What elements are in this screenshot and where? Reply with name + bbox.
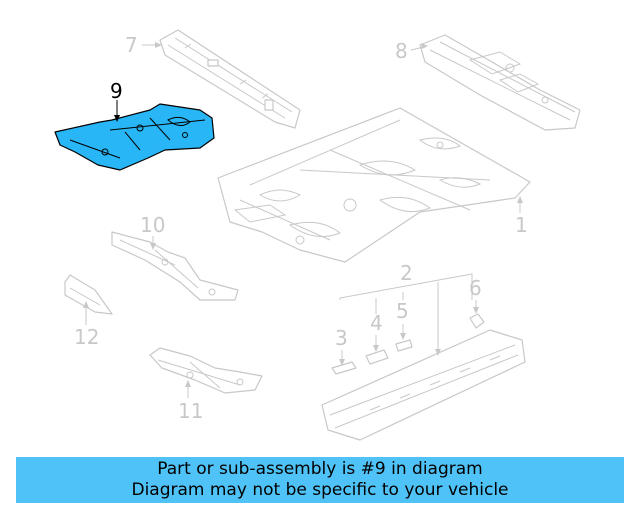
callout-11: 11 — [178, 380, 203, 423]
callout-12: 12 — [74, 301, 99, 349]
part-1-floor-pan — [217, 107, 531, 263]
callout-6: 6 — [469, 276, 482, 314]
part-2-sill — [321, 329, 526, 441]
callout-3: 3 — [335, 326, 348, 366]
callout-11-label: 11 — [178, 399, 203, 423]
callout-1: 1 — [515, 196, 528, 237]
info-banner: Part or sub-assembly is #9 in diagram Di… — [16, 457, 624, 503]
callout-5: 5 — [396, 292, 409, 340]
part-5-clip — [395, 339, 413, 352]
callout-2-label: 2 — [400, 261, 413, 285]
callout-4-label: 4 — [370, 311, 383, 335]
callout-7-label: 7 — [125, 33, 138, 57]
callout-8: 8 — [395, 39, 428, 63]
callout-9: 9 — [110, 79, 123, 122]
callout-3-label: 3 — [335, 326, 348, 350]
banner-line-1: Part or sub-assembly is #9 in diagram — [157, 459, 483, 479]
part-6-bracket — [469, 313, 485, 329]
part-12-bracket — [64, 274, 113, 315]
callout-4: 4 — [370, 298, 383, 352]
part-8-rail-assembly — [419, 34, 581, 131]
part-4-clip — [365, 349, 389, 365]
part-11-bracket — [149, 347, 263, 394]
callout-6-label: 6 — [469, 276, 482, 300]
callout-5-label: 5 — [396, 299, 409, 323]
callout-7: 7 — [125, 33, 162, 57]
callout-10-label: 10 — [140, 213, 165, 237]
callout-8-label: 8 — [395, 39, 408, 63]
part-9-highlighted — [54, 103, 215, 171]
callout-12-label: 12 — [74, 325, 99, 349]
banner-line-2: Diagram may not be specific to your vehi… — [131, 480, 509, 500]
callout-9-label: 9 — [110, 79, 123, 103]
callout-2: 2 — [339, 261, 473, 356]
callout-1-label: 1 — [515, 213, 528, 237]
part-10-bracket — [111, 231, 239, 301]
part-7-rail — [159, 29, 301, 129]
callout-10: 10 — [140, 213, 165, 250]
parts-diagram: 7 8 1 9 — [54, 29, 581, 441]
part-3-clip — [331, 361, 357, 375]
